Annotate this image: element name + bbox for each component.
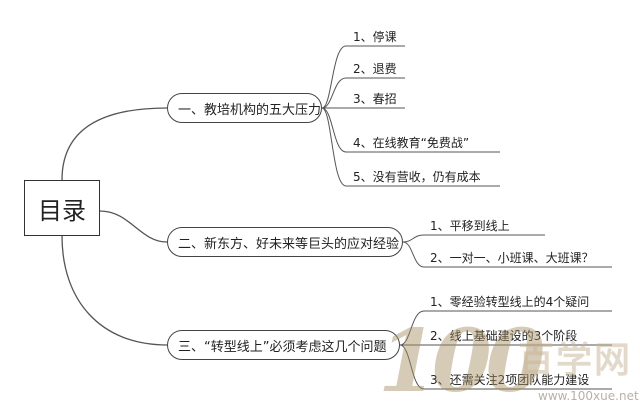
branch-label: 三、“转型线上”必须考虑这几个问题: [178, 339, 387, 355]
connector-b1-item-2: [321, 77, 405, 109]
leaf-item[interactable]: 2、一对一、小班课、大班课？: [430, 251, 594, 265]
branch-label: 一、教培机构的五大压力: [178, 102, 322, 118]
leaf-item[interactable]: 3、还需关注2项团队能力建设: [430, 373, 590, 387]
connector-root-branch-2: [99, 210, 168, 243]
connector-b3-item-3: [399, 344, 612, 390]
connector-b1-item-4: [321, 107, 500, 153]
leaf-item[interactable]: 5、没有营收，仍有成本: [353, 170, 481, 184]
branch-node-2[interactable]: 二、新东方、好未来等巨头的应对经验: [167, 227, 403, 257]
root-node[interactable]: 目录: [24, 180, 100, 236]
connector-b2-item-2: [402, 241, 612, 268]
leaf-item[interactable]: 2、线上基础建设的3个阶段: [430, 329, 578, 343]
leaf-item[interactable]: 2、退费: [353, 62, 397, 76]
leaf-item[interactable]: 1、平移到线上: [430, 219, 510, 233]
connector-b1-item-1: [321, 45, 405, 109]
leaf-item[interactable]: 1、停课: [353, 30, 397, 44]
connector-root-branch-3: [61, 235, 168, 346]
connector-root-branch-1: [61, 107, 168, 181]
connector-b1-item-5: [321, 107, 500, 187]
leaf-item[interactable]: 3、春招: [353, 92, 397, 106]
branch-node-1[interactable]: 一、教培机构的五大压力: [167, 93, 322, 123]
root-label: 目录: [38, 196, 86, 225]
branch-node-3[interactable]: 三、“转型线上”必须考虑这几个问题: [167, 330, 400, 360]
branch-label: 二、新东方、好未来等巨头的应对经验: [178, 236, 400, 252]
leaf-item[interactable]: 1、零经验转型线上的4个疑问: [430, 295, 590, 309]
leaf-item[interactable]: 4、在线教育“免费战”: [353, 136, 470, 150]
connector-b3-item-1: [399, 310, 612, 346]
connector-b2-item-1: [402, 234, 545, 243]
